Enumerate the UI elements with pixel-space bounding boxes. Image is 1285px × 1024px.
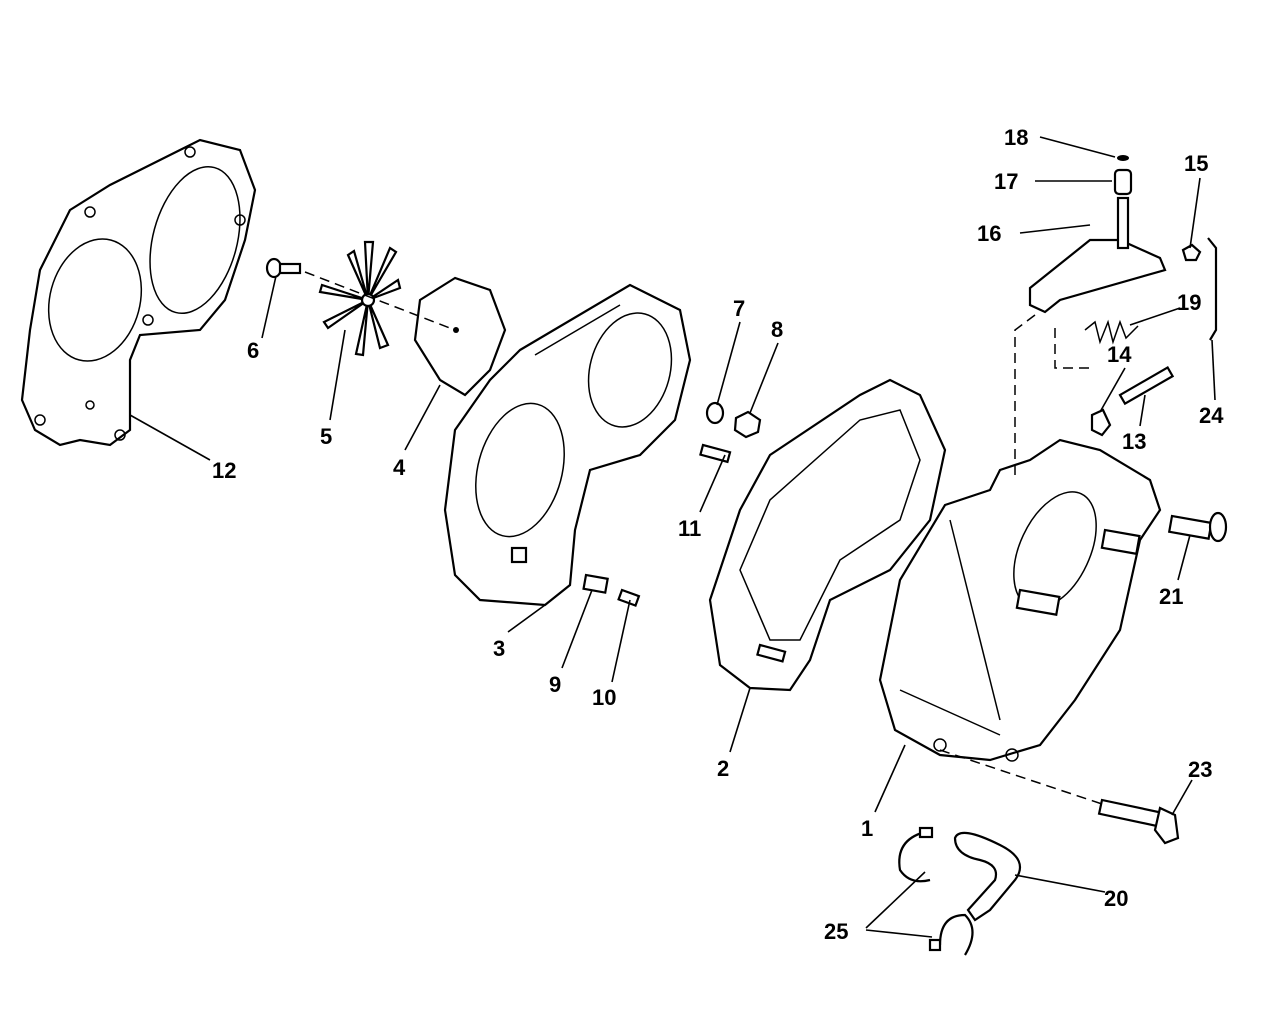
label-1: 1 <box>861 816 873 841</box>
part-15-nut <box>1181 243 1202 262</box>
label-23: 23 <box>1188 757 1212 782</box>
part-8-nut <box>733 410 762 439</box>
part-10-screw <box>617 588 641 607</box>
label-6: 6 <box>247 338 259 363</box>
part-14-fitting <box>1090 408 1112 437</box>
label-20: 20 <box>1104 886 1128 911</box>
part-6-screw <box>265 257 302 279</box>
label-16: 16 <box>977 221 1001 246</box>
label-14: 14 <box>1107 342 1132 367</box>
part-13-screw <box>1118 365 1175 406</box>
label-12: 12 <box>212 458 236 483</box>
part-23-bolt <box>1097 798 1180 845</box>
label-3: 3 <box>493 636 505 661</box>
part-25-clamps <box>898 826 974 956</box>
label-2: 2 <box>717 756 729 781</box>
label-4: 4 <box>393 455 406 480</box>
part-16-lever <box>1028 196 1167 314</box>
part-4-plate <box>413 276 507 397</box>
label-11: 11 <box>678 516 701 541</box>
part-1-adapter-housing <box>878 438 1162 762</box>
label-13: 13 <box>1122 429 1146 454</box>
label-18: 18 <box>1004 125 1028 150</box>
leader-lines <box>129 136 1216 938</box>
label-17: 17 <box>994 169 1018 194</box>
part-18-clip <box>1117 155 1129 161</box>
part-20-hose <box>953 831 1022 922</box>
part-24-link-rod <box>1207 237 1218 341</box>
part-21-screw <box>1167 511 1228 543</box>
label-24: 24 <box>1199 403 1224 428</box>
part-9-pin <box>582 573 609 594</box>
label-8: 8 <box>771 317 783 342</box>
label-10: 10 <box>592 685 616 710</box>
label-25: 25 <box>824 919 848 944</box>
part-number-labels: 18 17 15 16 19 24 14 13 7 8 6 5 4 12 11 … <box>212 125 1224 944</box>
part-19-spring <box>1084 319 1139 345</box>
label-19: 19 <box>1177 290 1201 315</box>
part-7-washer <box>705 401 725 425</box>
part-3-pump-housing <box>443 283 692 607</box>
part-11-screw <box>699 443 732 464</box>
alignment-lines <box>304 271 1106 806</box>
label-9: 9 <box>549 672 561 697</box>
part-12-gasket <box>20 138 257 447</box>
part-2-gasket <box>708 378 947 692</box>
part-5-impeller <box>318 240 402 357</box>
label-5: 5 <box>320 424 332 449</box>
label-15: 15 <box>1184 151 1208 176</box>
label-21: 21 <box>1159 584 1183 609</box>
label-7: 7 <box>733 296 745 321</box>
part-17-bushing <box>1113 168 1133 196</box>
